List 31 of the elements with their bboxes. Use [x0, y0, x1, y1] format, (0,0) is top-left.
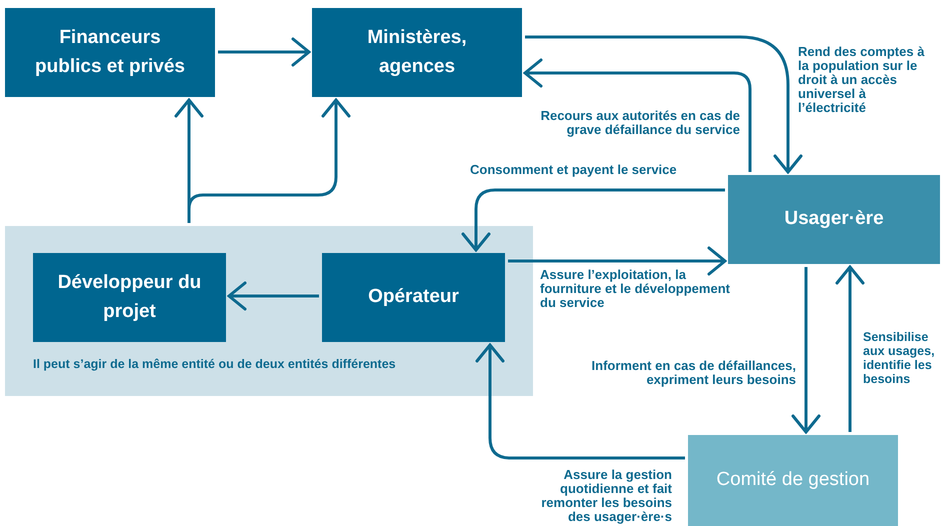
entity-label: Comité de gestion: [715, 468, 871, 492]
entity-box: [5, 8, 215, 97]
arrow: [462, 188, 725, 252]
entity-label: Ministères, agences: [366, 26, 468, 78]
entity-box: [312, 8, 522, 97]
arrow: [792, 267, 820, 434]
arrow: [228, 282, 319, 310]
arrow: [508, 246, 726, 276]
edge-label: Rend des comptes à la population sur le droit à un accès universel à l’électricité: [798, 45, 926, 115]
entity-box: [33, 253, 226, 342]
group-note: Il peut s’agir de la même entité ou de deux entités différentes: [33, 357, 396, 372]
entity-label: Usager·ère: [783, 207, 885, 232]
edge-label: Assure l’exploitation, la fourniture et le développement du service: [540, 268, 730, 310]
arrow: [525, 36, 802, 174]
entity-box: [728, 175, 940, 264]
entity-label: Développeur du projet: [56, 271, 202, 324]
edge-label: Informent en cas de défaillances, expriment leurs besoins: [590, 359, 796, 387]
arrow: [476, 344, 685, 460]
entity-label: Opérateur: [367, 285, 460, 310]
edge-label: Recours aux autorités en cas de grave défaillance du service: [540, 109, 740, 137]
edge-label: Consomment et payent le service: [470, 163, 678, 177]
entity-box: [322, 253, 505, 342]
entity-box: [688, 435, 898, 526]
group-panel: [5, 226, 533, 396]
edge-label: Sensibilise aux usages, identifie les besoins: [863, 330, 936, 386]
arrow: [836, 266, 864, 432]
arrow: [218, 38, 310, 66]
entity-label: Financeurs publics et privés: [34, 26, 186, 78]
arrow: [524, 58, 752, 172]
arrow: [188, 98, 350, 223]
edge-label: Assure la gestion quotidienne et fait remonter les besoins des usager·ère·s: [540, 468, 672, 524]
